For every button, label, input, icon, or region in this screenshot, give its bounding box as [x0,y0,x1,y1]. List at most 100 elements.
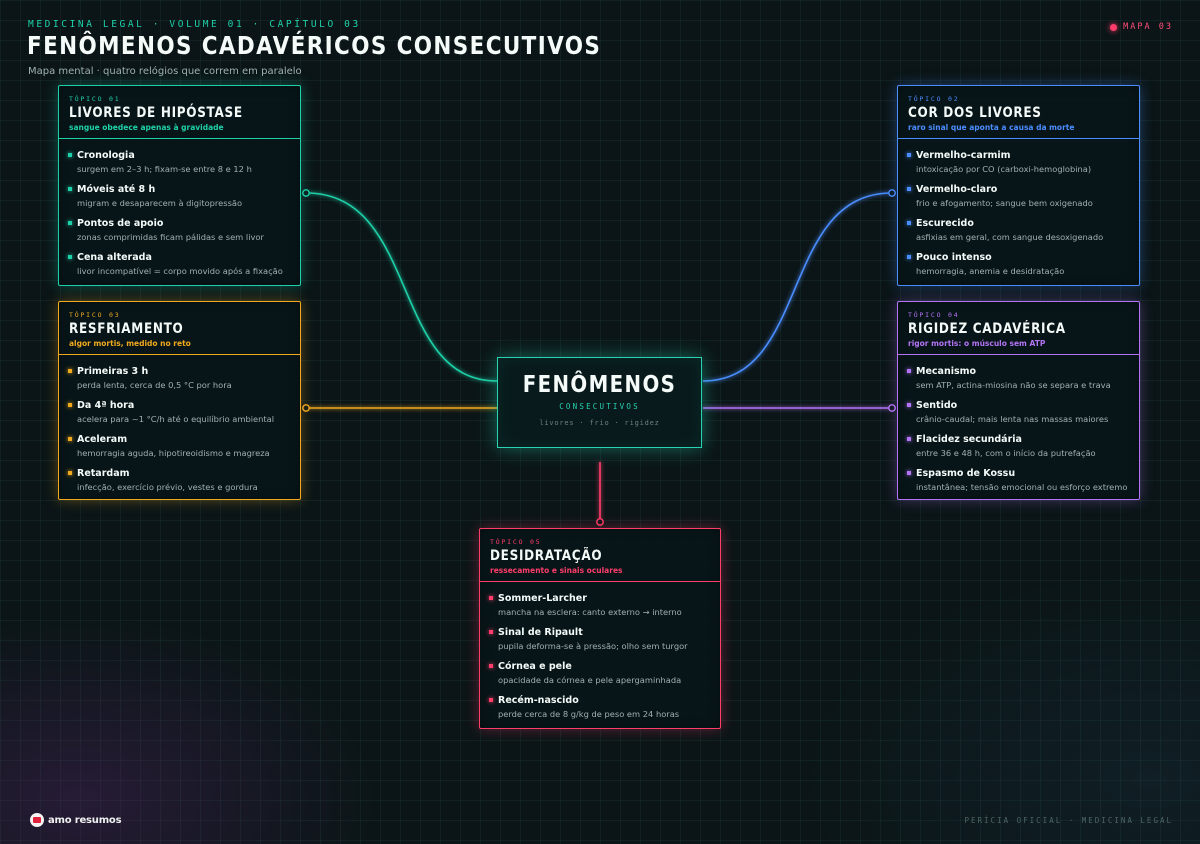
item-title: Flacidez secundária [916,434,1022,445]
item-description: crânio-caudal; mais lenta nas massas mai… [916,414,1109,424]
item-description: asfixias em geral, com sangue desoxigena… [916,232,1104,242]
topic-card-header: TÓPICO 04 RIGIDEZ CADAVÉRICA rigor morti… [898,302,1139,355]
topic-card-05: TÓPICO 05 DESIDRATAÇÃO ressecamento e si… [479,528,721,729]
topic-tag: TÓPICO 02 [908,95,960,103]
item-title: Vermelho-claro [916,184,998,195]
list-item: Pouco intenso hemorragia, anemia e desidr… [907,252,1129,286]
list-item: Córnea e pele opacidade da córnea e pele … [489,661,710,695]
center-subtitle: CONSECUTIVOS [559,402,640,411]
list-item: Flacidez secundária entre 36 e 48 h, com … [907,434,1129,468]
center-title: FENÔMENOS [522,372,677,398]
bullet-icon [907,221,911,225]
item-description: instantânea; tensão emocional ou esforço… [916,482,1128,492]
topic-title: LIVORES DE HIPÓSTASE [69,105,243,121]
topic-card-02: TÓPICO 02 COR DOS LIVORES raro sinal que… [897,85,1140,286]
topic-title: DESIDRATAÇÃO [490,548,603,564]
map-badge: MAPA 03 [1110,22,1173,32]
list-item: Recém-nascido perde cerca de 8 g/kg de pe… [489,695,710,729]
bullet-icon [68,221,72,225]
topic-subtitle: algor mortis, medido no reto [69,339,191,348]
item-title: Cronologia [77,150,135,161]
list-item: Primeiras 3 h perda lenta, cerca de 0,5 °… [68,366,290,400]
list-item: Sentido crânio-caudal; mais lenta nas mas… [907,400,1129,434]
bullet-icon [68,153,72,157]
item-title: Vermelho-carmim [916,150,1011,161]
topic-title: RESFRIAMENTO [69,321,184,337]
list-item: Da 4ª hora acelera para ~1 °C/h até o equ… [68,400,290,434]
topic-item-list: Sommer-Larcher mancha na esclera: canto e… [480,582,720,729]
topic-card-header: TÓPICO 01 LIVORES DE HIPÓSTASE sangue ob… [59,86,300,139]
page-title: FENÔMENOS CADAVÉRICOS CONSECUTIVOS [27,31,602,60]
item-title: Sentido [916,400,958,411]
badge-dot-icon [1110,23,1118,31]
eyebrow: MEDICINA LEGAL · VOLUME 01 · CAPÍTULO 03 [28,19,361,30]
list-item: Sinal de Ripault pupila deforma-se à pres… [489,627,710,661]
list-item: Escurecido asfixias em geral, com sangue … [907,218,1129,252]
topic-item-list: Primeiras 3 h perda lenta, cerca de 0,5 °… [59,355,300,502]
item-description: perde cerca de 8 g/kg de peso em 24 hora… [498,709,680,719]
center-tags: livores · frio · rigidez [539,419,660,427]
item-description: hemorragia aguda, hipotireoidismo e magr… [77,448,270,458]
topic-tag: TÓPICO 03 [69,311,121,319]
item-description: pupila deforma-se à pressão; olho sem tu… [498,641,688,651]
center-node: FENÔMENOS CONSECUTIVOS livores · frio · … [497,357,702,448]
item-title: Sommer-Larcher [498,593,587,604]
item-description: intoxicação por CO (carboxi-hemoglobina) [916,164,1092,174]
connector-dot-topic-05 [596,518,604,526]
item-title: Da 4ª hora [77,400,135,411]
topic-subtitle: sangue obedece apenas à gravidade [69,123,224,132]
item-title: Cena alterada [77,252,152,263]
bullet-icon [68,187,72,191]
bullet-icon [907,369,911,373]
bullet-icon [489,664,493,668]
bullet-icon [907,187,911,191]
bullet-icon [907,153,911,157]
item-description: perda lenta, cerca de 0,5 °C por hora [77,380,232,390]
item-title: Recém-nascido [498,695,579,706]
item-description: hemorragia, anemia e desidratação [916,266,1065,276]
bullet-icon [907,255,911,259]
item-title: Pouco intenso [916,252,992,263]
brand-logo: amo resumos [30,813,122,827]
topic-tag: TÓPICO 04 [908,311,960,319]
brand-name: amo resumos [48,814,122,826]
item-description: zonas comprimidas ficam pálidas e sem li… [77,232,264,242]
topic-subtitle: rigor mortis: o músculo sem ATP [908,339,1046,348]
connector-topic-02 [702,192,893,382]
map-badge-label: MAPA 03 [1123,22,1173,32]
topic-card-03: TÓPICO 03 RESFRIAMENTO algor mortis, med… [58,301,301,500]
bullet-icon [68,471,72,475]
connector-topic-01 [305,192,498,382]
item-description: acelera para ~1 °C/h até o equilíbrio am… [77,414,275,424]
connector-dot-topic-04 [888,404,896,412]
item-title: Primeiras 3 h [77,366,149,377]
item-description: entre 36 e 48 h, com o início da putrefa… [916,448,1096,458]
bullet-icon [68,403,72,407]
item-title: Sinal de Ripault [498,627,583,638]
footer-note: PERÍCIA OFICIAL · MEDICINA LEGAL [964,816,1173,825]
topic-item-list: Vermelho-carmim intoxicação por CO (carbo… [898,139,1139,286]
list-item: Cena alterada livor incompatível = corpo … [68,252,290,286]
item-description: mancha na esclera: canto externo → inter… [498,607,682,617]
item-title: Retardam [77,468,130,479]
item-title: Córnea e pele [498,661,572,672]
topic-card-header: TÓPICO 03 RESFRIAMENTO algor mortis, med… [59,302,300,355]
topic-title: COR DOS LIVORES [908,105,1042,121]
bullet-icon [489,596,493,600]
bullet-icon [489,698,493,702]
connector-dot-topic-02 [888,189,896,197]
list-item: Vermelho-carmim intoxicação por CO (carbo… [907,150,1129,184]
item-title: Escurecido [916,218,974,229]
bullet-icon [907,437,911,441]
item-description: migram e desaparecem à digitopressão [77,198,243,208]
item-description: livor incompatível = corpo movido após a… [77,266,283,276]
list-item: Sommer-Larcher mancha na esclera: canto e… [489,593,710,627]
item-title: Aceleram [77,434,128,445]
item-description: opacidade da córnea e pele apergaminhada [498,675,682,685]
topic-card-header: TÓPICO 05 DESIDRATAÇÃO ressecamento e si… [480,529,720,582]
